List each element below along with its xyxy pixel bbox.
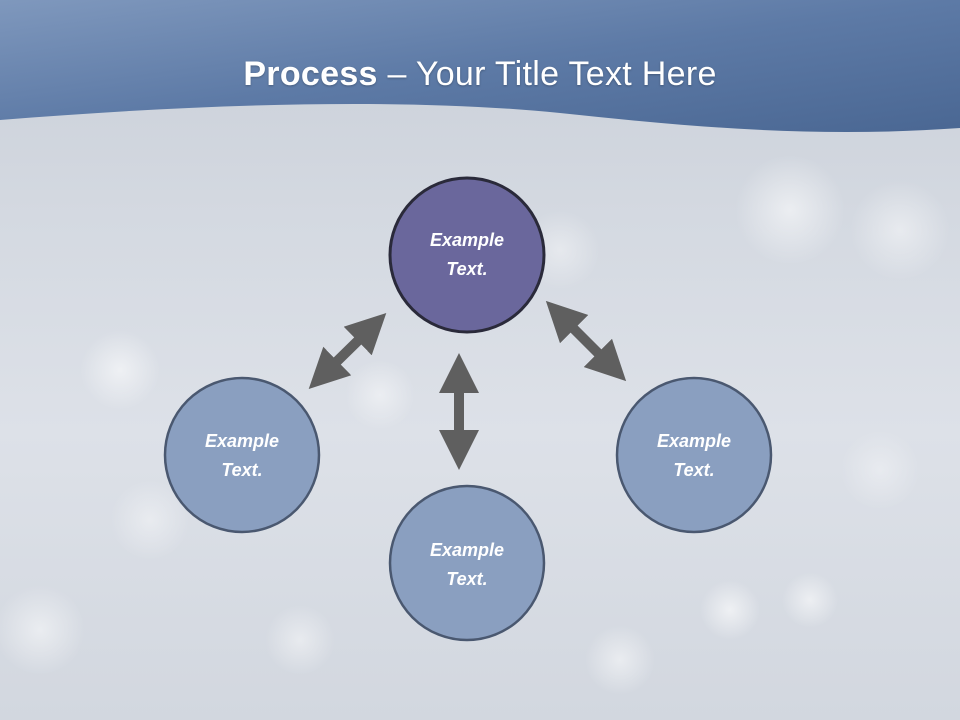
arrow-top-right bbox=[545, 300, 627, 382]
node-label-line1: Example bbox=[430, 540, 504, 560]
arrow-top-left bbox=[308, 313, 387, 389]
process-node-bottom[interactable]: Example Text. bbox=[388, 484, 546, 642]
node-circle bbox=[615, 376, 773, 534]
node-circle bbox=[163, 376, 321, 534]
process-node-right[interactable]: Example Text. bbox=[615, 376, 773, 534]
node-label-line2: Text. bbox=[221, 460, 262, 480]
node-circle bbox=[388, 176, 546, 334]
process-node-top[interactable]: Example Text. bbox=[388, 176, 546, 334]
node-label-line2: Text. bbox=[446, 569, 487, 589]
process-node-left[interactable]: Example Text. bbox=[163, 376, 321, 534]
slide-title: Process – Your Title Text Here bbox=[0, 52, 960, 96]
node-circle bbox=[388, 484, 546, 642]
node-label-line2: Text. bbox=[673, 460, 714, 480]
header-band bbox=[0, 0, 960, 133]
node-label-line1: Example bbox=[430, 230, 504, 250]
node-label-line2: Text. bbox=[446, 259, 487, 279]
title-rest: – Your Title Text Here bbox=[377, 55, 717, 93]
node-label-line1: Example bbox=[657, 431, 731, 451]
node-label-line1: Example bbox=[205, 431, 279, 451]
title-bold: Process bbox=[243, 55, 378, 93]
